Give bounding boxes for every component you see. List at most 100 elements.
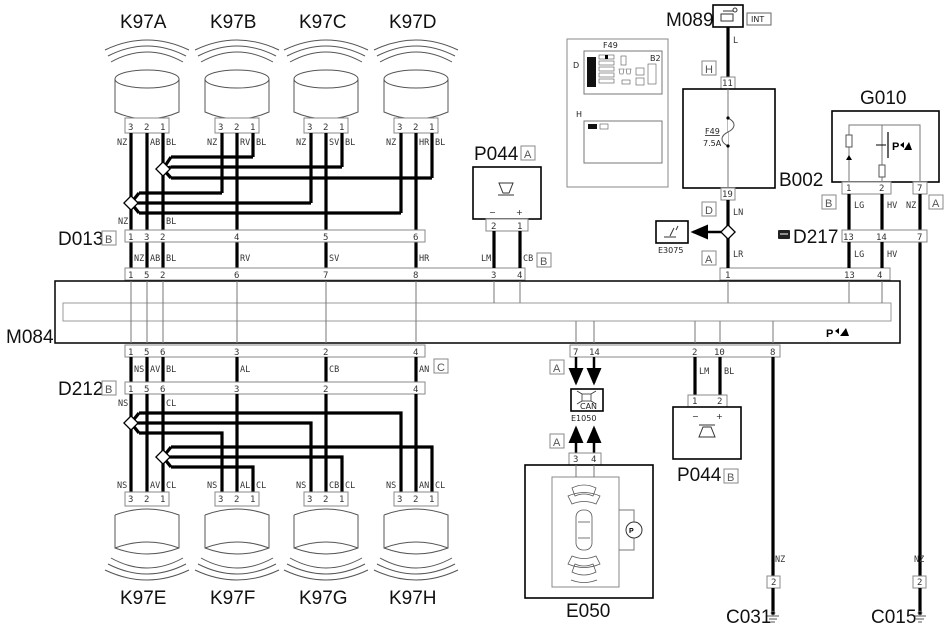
sensor-label: K97H (389, 588, 437, 609)
wire-label: NS (207, 481, 217, 491)
signal-wave-icon (194, 569, 280, 581)
wire-label: CL (345, 481, 355, 491)
pin-label: 4 (413, 385, 418, 395)
signal-wave-icon (376, 45, 456, 57)
sensor-label: K97C (299, 12, 347, 33)
p044-b-label: P044 (677, 465, 722, 486)
rear-harness-upper: NS AV BL AL CB AN (129, 357, 429, 382)
pin-label: 2 (234, 495, 239, 505)
pin-label: 3 (218, 123, 223, 133)
polarity-label: + (716, 412, 723, 421)
wire-label: BL (435, 138, 445, 148)
wire-label: AN (419, 365, 429, 375)
connector-tag: B (540, 256, 547, 268)
wire-label: LM (481, 254, 491, 264)
pin-label: 2 (160, 271, 165, 281)
pin-label: 4 (517, 271, 522, 281)
pin-label: 1 (160, 495, 165, 505)
fusebox-location-inset: F49 B2 D H (566, 38, 669, 188)
pin-label: 7 (323, 271, 328, 281)
pin-label: 3 (397, 123, 402, 133)
sensor-body (204, 508, 270, 555)
wire-label: SV (329, 254, 339, 264)
polarity-label: − (692, 412, 699, 421)
pin-label: 3 (307, 123, 312, 133)
wire-label: CL (435, 481, 445, 491)
signal-wave-icon (373, 39, 459, 51)
pin-label: 5 (144, 271, 149, 281)
pin-label: 1 (692, 397, 697, 407)
wire-label: CL (166, 481, 176, 491)
front-harness (123, 133, 434, 285)
pin-label: 6 (234, 271, 239, 281)
wire-label: L (733, 36, 738, 46)
p044-a-tag: A (524, 149, 532, 161)
parking-sensor-icon: P (892, 141, 912, 153)
pin-label: 1 (250, 123, 255, 133)
pin-label: 2 (160, 233, 165, 243)
signal-wave-icon (110, 557, 184, 569)
seat-icon (664, 225, 679, 238)
pin-label: 1 (339, 123, 344, 133)
wire-label: NS (386, 481, 396, 491)
b002-label: B002 (779, 170, 823, 191)
pin-label: 4 (234, 233, 239, 243)
pin-label: 2 (692, 348, 697, 358)
pin-label: 13 (843, 233, 854, 243)
sensor-label: K97G (299, 588, 348, 609)
pin-label: 3 (128, 495, 133, 505)
p044-a-buzzer: P044 A − + 2 1 LM CB (472, 144, 542, 268)
pin-label: 7 (917, 233, 922, 243)
pin-label: 2 (717, 397, 722, 407)
signal-wave-icon (379, 51, 453, 63)
connector-tag: B (825, 198, 832, 210)
connector-tag: A (705, 254, 713, 266)
d217-label: D217 (793, 227, 838, 248)
pin-label: 3 (397, 495, 402, 505)
wire-label: NZ (914, 555, 924, 565)
splice-node (123, 195, 139, 211)
pin-label: 2 (323, 385, 328, 395)
wire-label: CL (256, 481, 266, 491)
pin-label: 14 (876, 233, 887, 243)
pin-label: 1 (128, 385, 133, 395)
pin-label: 3 (234, 348, 239, 358)
m084-top-connector: 1 5 2 6 7 8 3 4 B 1 13 4 (124, 252, 891, 281)
wire-label: CL (166, 399, 176, 409)
wire-label: RV (240, 254, 250, 264)
pin-label: 4 (413, 348, 418, 358)
svg-text:P: P (629, 528, 634, 535)
pin-label: 1 (250, 495, 255, 505)
signal-wave-icon (107, 45, 187, 57)
can-link: A CAN E1050 A (549, 357, 604, 453)
connector-tag: A (932, 198, 940, 210)
d212-label: D212 (58, 379, 103, 400)
pin-label: 1 (128, 348, 133, 358)
wire-label: BL (345, 138, 355, 148)
wire-label: NZ (117, 138, 127, 148)
d212-connector: D212 B 1 5 6 3 2 4 NS CL (58, 379, 426, 409)
pin-label: 2 (323, 348, 328, 358)
pin-label: 7 (573, 348, 578, 358)
wire-label: HV (887, 250, 897, 260)
wire-label: HV (887, 201, 897, 211)
pin-label: 4 (877, 271, 882, 281)
fuse-rating: 7.5A (703, 139, 722, 148)
wire-label: BL (166, 138, 176, 148)
fuse-label: F49 (705, 127, 720, 136)
pin-label: 10 (714, 348, 725, 358)
pin-label: 3 (218, 495, 223, 505)
sensor-body (383, 508, 449, 555)
sensor-label: K97E (120, 588, 166, 609)
sensor-label: K97B (210, 12, 256, 33)
m084-bottom-connector: 1 5 6 3 2 4 C 7 14 2 10 8 (124, 344, 781, 374)
c015-label: C015 (871, 607, 916, 628)
ground-c015: NZ 2 C015 (871, 555, 927, 628)
signal-wave-icon (197, 45, 277, 57)
pin-label: 5 (144, 385, 149, 395)
